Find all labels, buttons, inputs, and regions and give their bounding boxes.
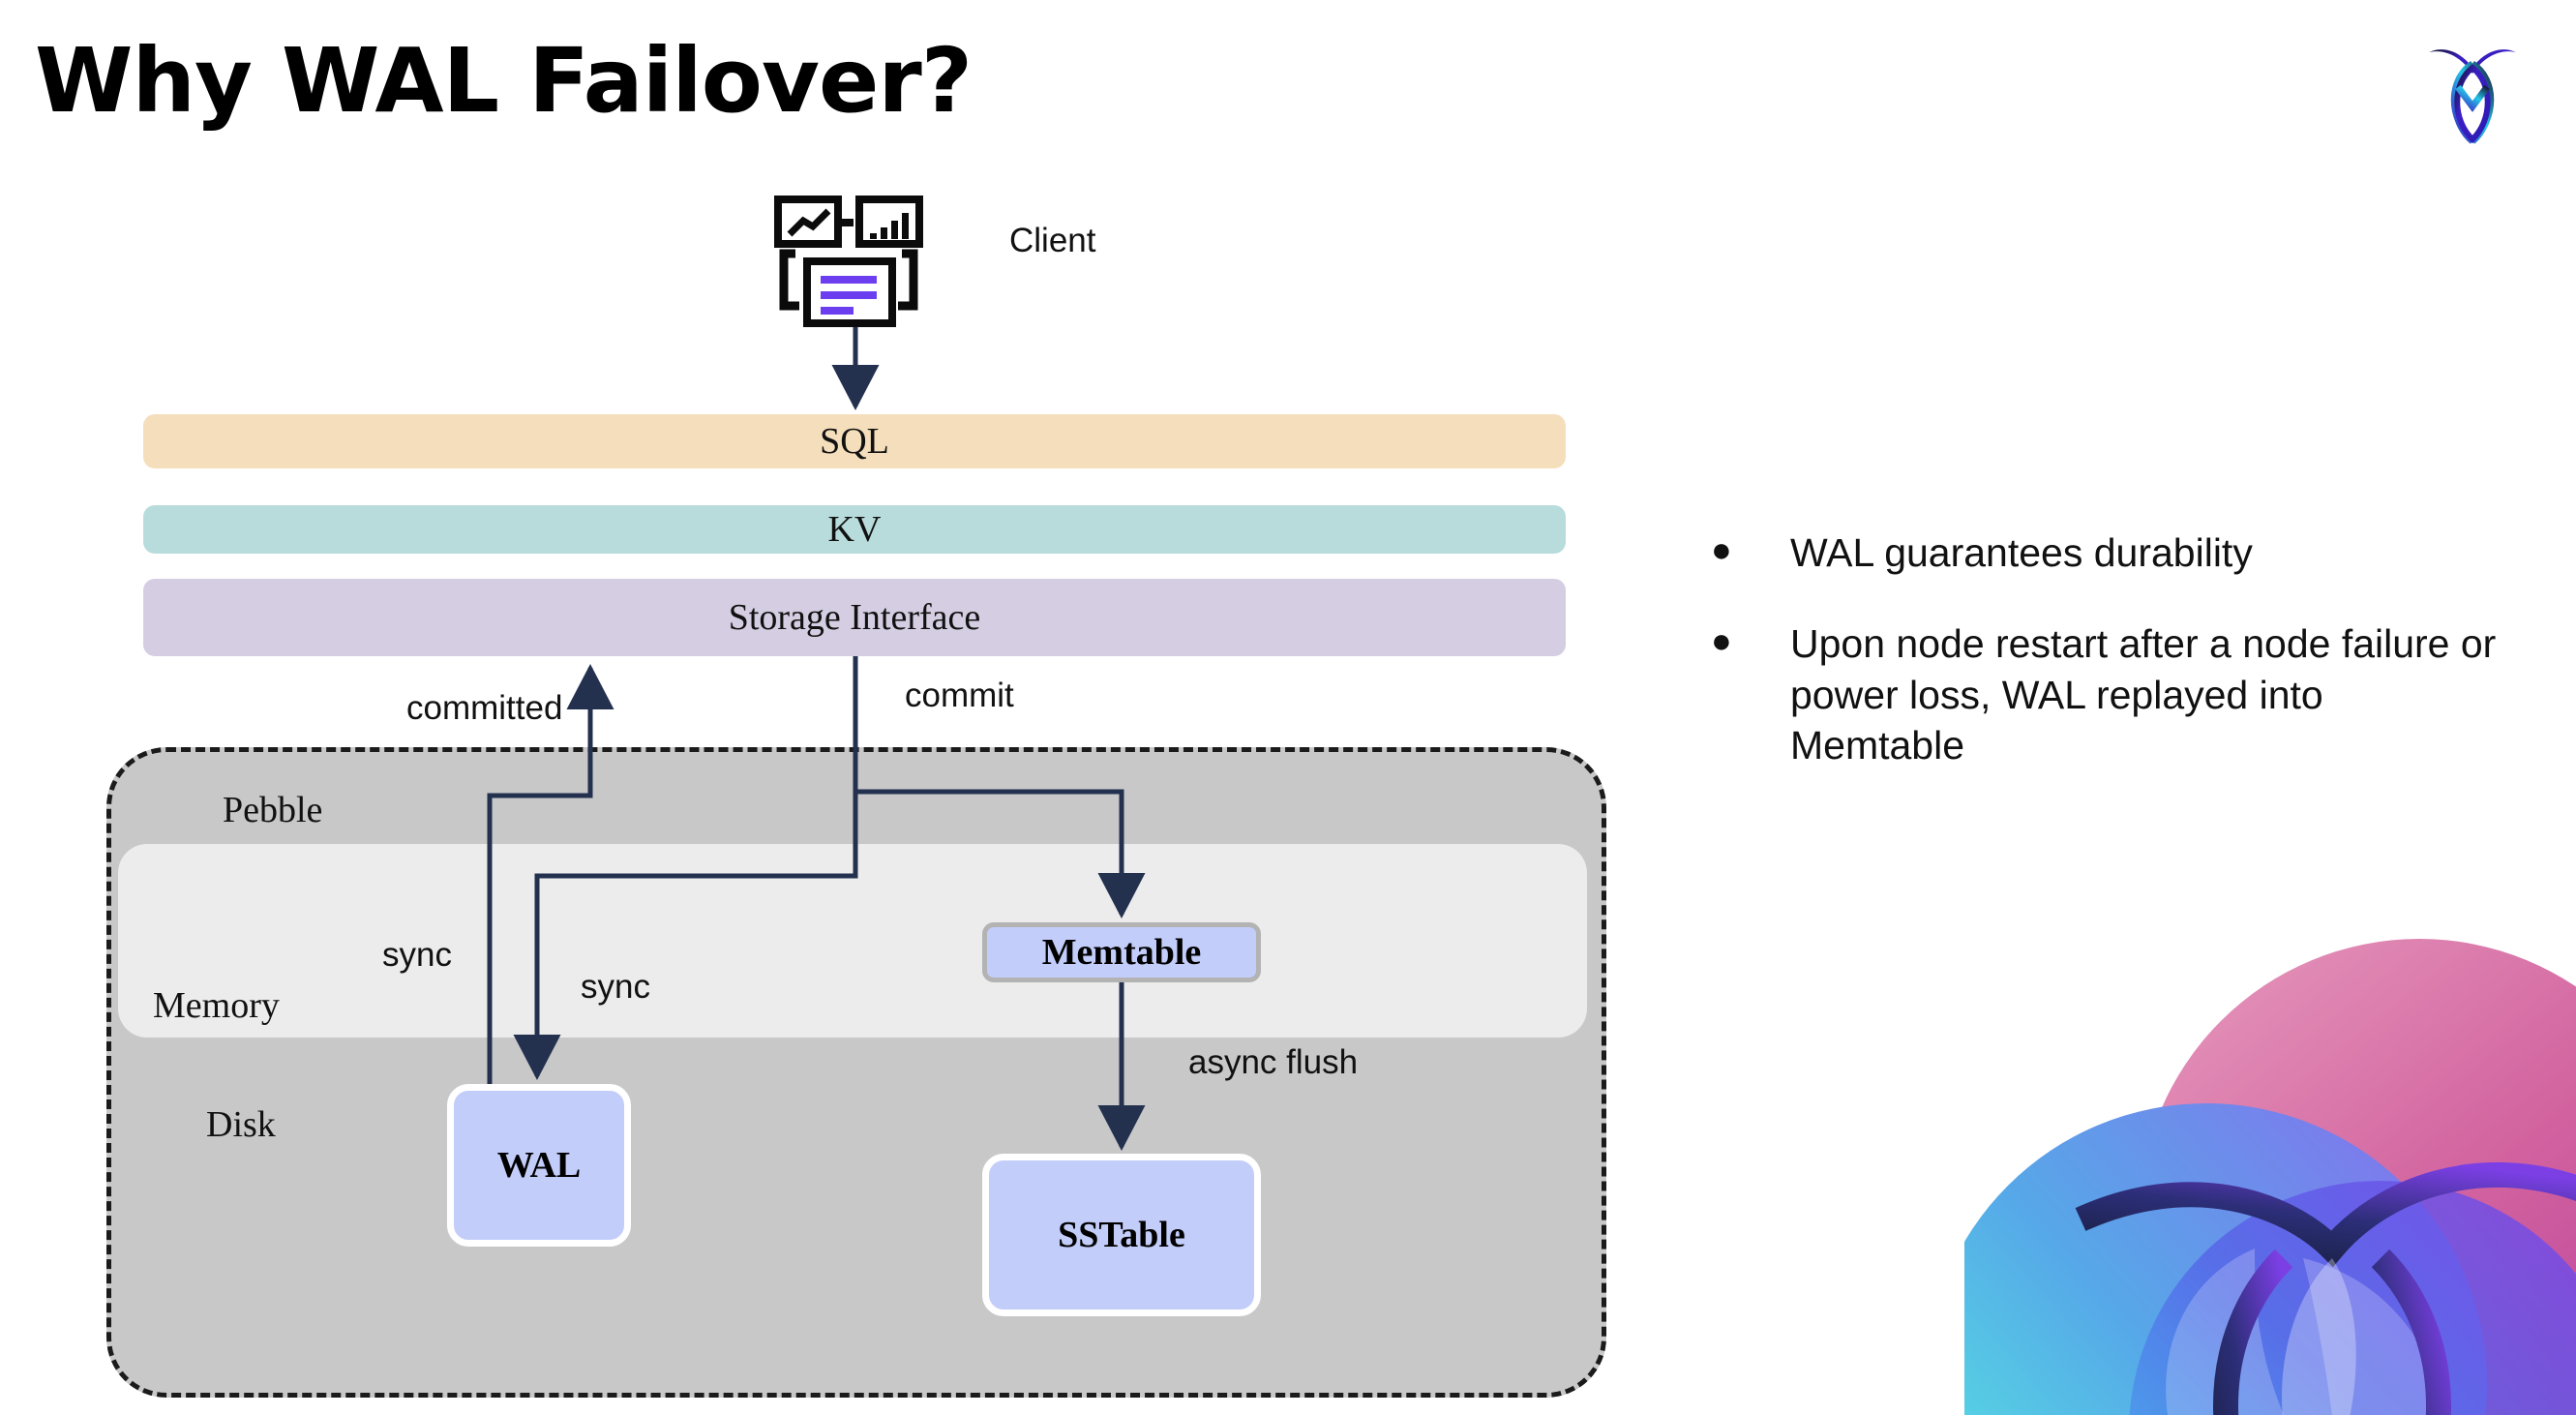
edge-label-commit: commit — [905, 677, 1014, 714]
node-sstable-label: SSTable — [1058, 1215, 1185, 1255]
bullet-list: ● WAL guarantees durability ● Upon node … — [1703, 527, 2506, 812]
list-item: ● WAL guarantees durability — [1703, 527, 2506, 578]
layer-bar-storage-interface: Storage Interface — [143, 579, 1566, 656]
edge-label-sync-b: sync — [581, 968, 650, 1006]
layer-bar-kv-label: KV — [827, 509, 882, 550]
cockroachdb-logo-icon — [2410, 29, 2535, 150]
node-memtable-label: Memtable — [1041, 932, 1202, 973]
node-wal: WAL — [447, 1084, 631, 1247]
disk-region-label: Disk — [206, 1104, 276, 1145]
edge-label-committed: committed — [406, 689, 563, 727]
layer-bar-storage-interface-label: Storage Interface — [728, 597, 981, 638]
list-item: ● Upon node restart after a node failure… — [1703, 618, 2506, 770]
edge-label-async-flush: async flush — [1188, 1043, 1359, 1081]
bullet-marker: ● — [1711, 529, 1732, 569]
bullet-text: Upon node restart after a node failure o… — [1790, 621, 2497, 768]
page-title: Why WAL Failover? — [35, 29, 973, 133]
memory-region — [118, 844, 1587, 1038]
node-memtable: Memtable — [982, 922, 1261, 982]
client-label: Client — [1009, 222, 1096, 259]
layer-bar-kv: KV — [143, 505, 1566, 554]
edge-label-sync-a: sync — [382, 936, 452, 974]
node-sstable: SSTable — [982, 1154, 1261, 1316]
node-wal-label: WAL — [496, 1145, 582, 1186]
memory-region-label: Memory — [153, 985, 280, 1026]
bullet-marker: ● — [1711, 620, 1732, 661]
layer-bar-sql: SQL — [143, 414, 1566, 468]
layer-bar-sql-label: SQL — [820, 421, 889, 462]
client-dashboard-icon — [774, 194, 929, 329]
bullet-text: WAL guarantees durability — [1790, 530, 2253, 575]
decorative-corner-graphic — [1964, 929, 2576, 1415]
pebble-label: Pebble — [223, 790, 323, 830]
